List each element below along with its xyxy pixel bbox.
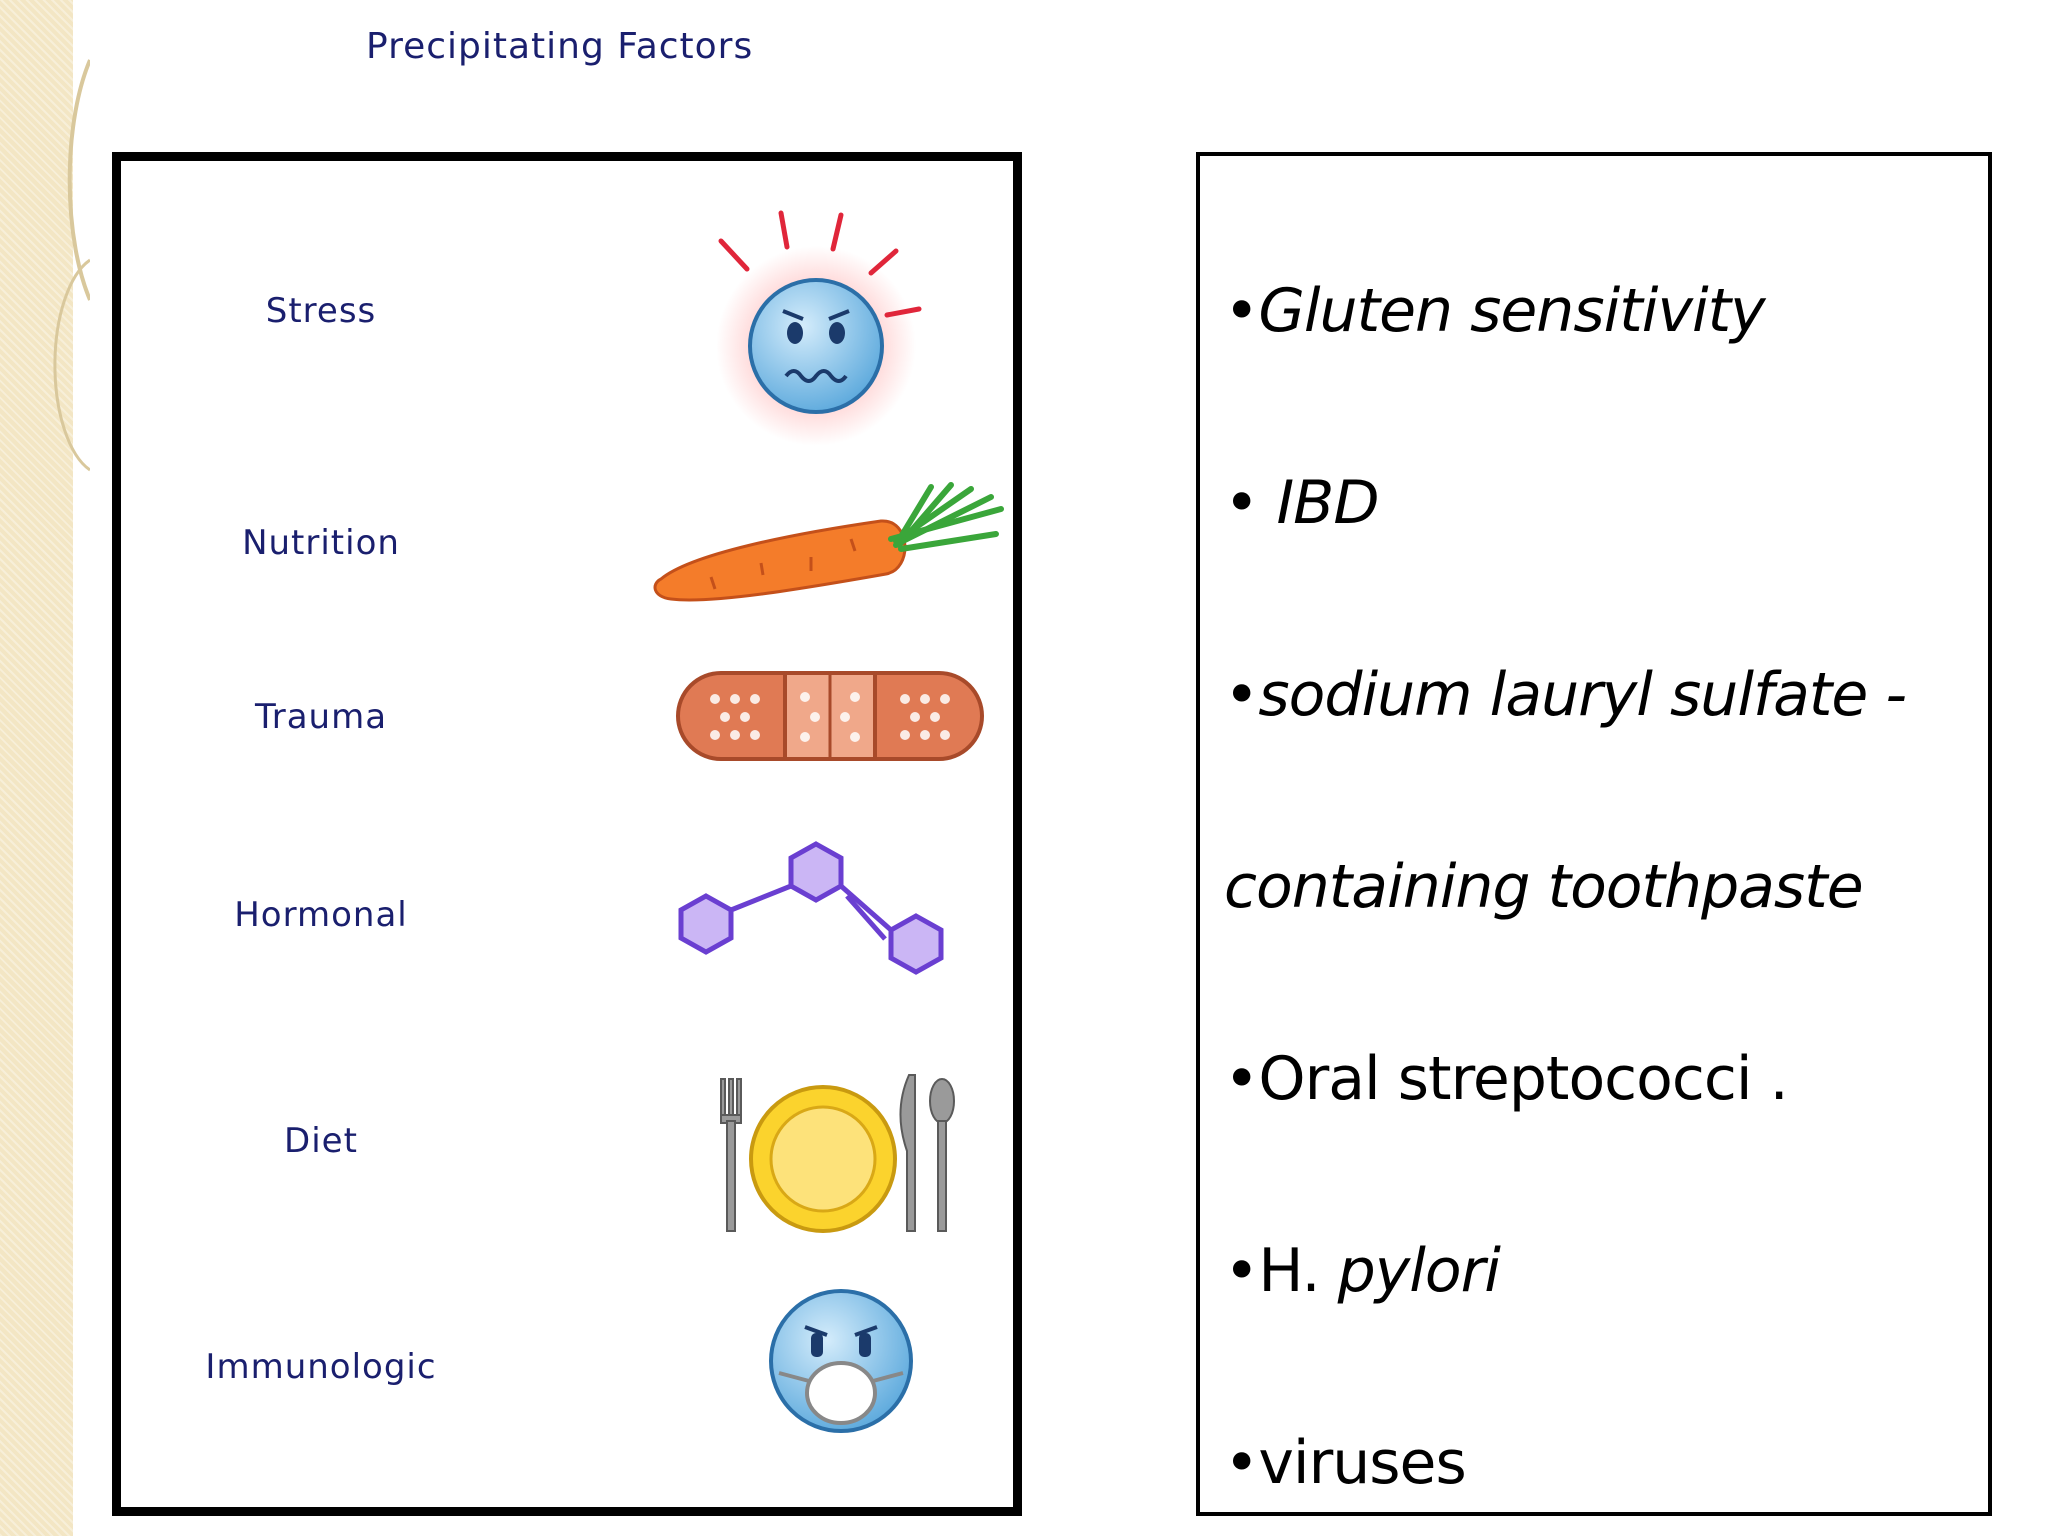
- causes-list-panel: •Gluten sensitivity • IBD •sodium lauryl…: [1196, 152, 1992, 1516]
- factor-label-stress: Stress: [265, 291, 377, 331]
- bullet: •: [1224, 1044, 1259, 1114]
- list-item-text: IBD: [1258, 468, 1379, 538]
- list-item-streptococci: •Oral streptococci .: [1224, 1044, 1789, 1114]
- list-item-text: sodium lauryl sulfate -: [1258, 660, 1907, 730]
- list-item-sls-continued: containing toothpaste: [1224, 852, 1864, 922]
- list-item-ibd: • IBD: [1224, 468, 1380, 538]
- decorative-side-strip: [0, 0, 73, 1536]
- list-item-text: Gluten sensitivity: [1258, 276, 1765, 346]
- factors-panel: Stress: [112, 152, 1022, 1516]
- plate-cutlery-icon: [711, 1071, 961, 1241]
- bullet: •: [1224, 660, 1259, 730]
- factor-label-immunologic: Immunologic: [205, 1347, 437, 1387]
- factor-label-trauma: Trauma: [254, 697, 388, 737]
- stressed-face-icon: [691, 201, 951, 461]
- list-item-text: viruses: [1258, 1428, 1466, 1498]
- bullet: •: [1224, 276, 1259, 346]
- list-item-text: pylori: [1337, 1236, 1501, 1306]
- list-item-text: Oral streptococci .: [1258, 1044, 1788, 1114]
- page-title: Precipitating Factors: [366, 26, 754, 67]
- bandage-icon: [675, 667, 985, 767]
- list-item-prefix: H.: [1258, 1236, 1338, 1306]
- bullet: •: [1224, 1236, 1259, 1306]
- list-item-viruses: •viruses: [1224, 1428, 1467, 1498]
- factor-label-hormonal: Hormonal: [234, 895, 408, 935]
- factor-label-diet: Diet: [284, 1121, 358, 1161]
- bullet: •: [1224, 1428, 1259, 1498]
- bullet: •: [1224, 468, 1259, 538]
- list-item-h-pylori: •H. pylori: [1224, 1236, 1501, 1306]
- masked-face-icon: [761, 1281, 921, 1441]
- molecule-icon: [671, 841, 971, 991]
- carrot-icon: [651, 479, 1011, 619]
- decorative-arcs: [53, 59, 90, 472]
- list-item-sls: •sodium lauryl sulfate -: [1224, 660, 1907, 730]
- list-item-gluten: •Gluten sensitivity: [1224, 276, 1766, 346]
- factor-label-nutrition: Nutrition: [242, 523, 400, 563]
- list-item-text: containing toothpaste: [1224, 852, 1864, 922]
